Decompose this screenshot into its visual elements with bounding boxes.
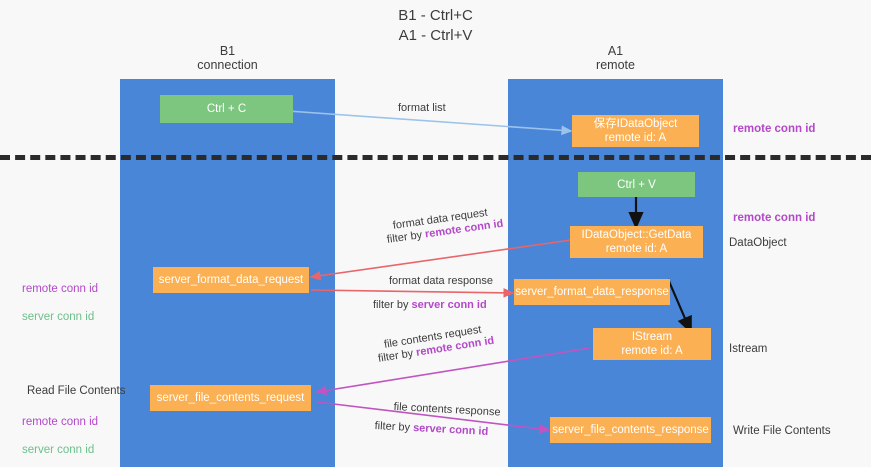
node-idataobject-getdata[interactable]: IDataObject::GetData remote id: A: [570, 226, 703, 258]
filter-key-server-conn-id: server conn id: [412, 422, 489, 438]
node-server-format-data-request[interactable]: server_format_data_request: [153, 267, 309, 293]
node-istream[interactable]: IStream remote id: A: [593, 328, 711, 360]
node-server-file-contents-request[interactable]: server_file_contents_request: [150, 385, 311, 411]
node-server-file-contents-response[interactable]: server_file_contents_response: [550, 417, 711, 443]
edge-label-file-contents-response-filter: filter by server conn id: [374, 419, 488, 439]
edge-label-file-contents-response: file contents response: [393, 400, 501, 419]
label-remote-conn-id-left: remote conn id: [22, 283, 99, 295]
label-read-file-contents: Read File Contents: [27, 385, 126, 397]
label-data-object: DataObject: [729, 237, 787, 249]
label-istream: Istream: [729, 343, 768, 355]
node-ctrl-c[interactable]: Ctrl + C: [160, 95, 293, 123]
filter-key-server-conn-id: server conn id: [411, 299, 487, 311]
label-remote-conn-id-top: remote conn id: [733, 123, 816, 135]
label-server-conn-id-left-2: server conn id: [22, 444, 95, 456]
label-remote-conn-id-mid: remote conn id: [733, 212, 816, 224]
filter-prefix: filter by: [374, 419, 414, 434]
edge-label-format-list: format list: [398, 102, 446, 114]
diagram-title: B1 - Ctrl+C A1 - Ctrl+V: [398, 7, 473, 44]
label-remote-conn-id-left-2: remote conn id: [22, 416, 99, 428]
edge-label-format-data-response: format data response: [389, 275, 493, 287]
label-write-file-contents: Write File Contents: [733, 425, 831, 437]
label-server-conn-id-left: server conn id: [22, 311, 95, 323]
connector-format-data-response: [310, 288, 515, 298]
node-save-idataobject[interactable]: 保存IDataObject remote id: A: [572, 115, 699, 147]
label-conn-id-group-bottom: remote conn id server conn id: [22, 401, 98, 467]
label-conn-id-group-top: remote conn id server conn id: [22, 268, 98, 338]
node-ctrl-v[interactable]: Ctrl + V: [578, 172, 695, 197]
swimlane-b1-header: B1 connection: [197, 44, 258, 72]
edge-label-format-data-response-filter: filter by server conn id: [373, 298, 487, 312]
section-divider: [0, 155, 871, 160]
filter-prefix: filter by: [377, 346, 418, 365]
node-server-format-data-response[interactable]: server_format_data_response: [514, 279, 670, 305]
swimlane-a1-header: A1 remote: [596, 44, 635, 72]
filter-prefix: filter by: [373, 299, 412, 311]
filter-prefix: filter by: [386, 228, 426, 246]
